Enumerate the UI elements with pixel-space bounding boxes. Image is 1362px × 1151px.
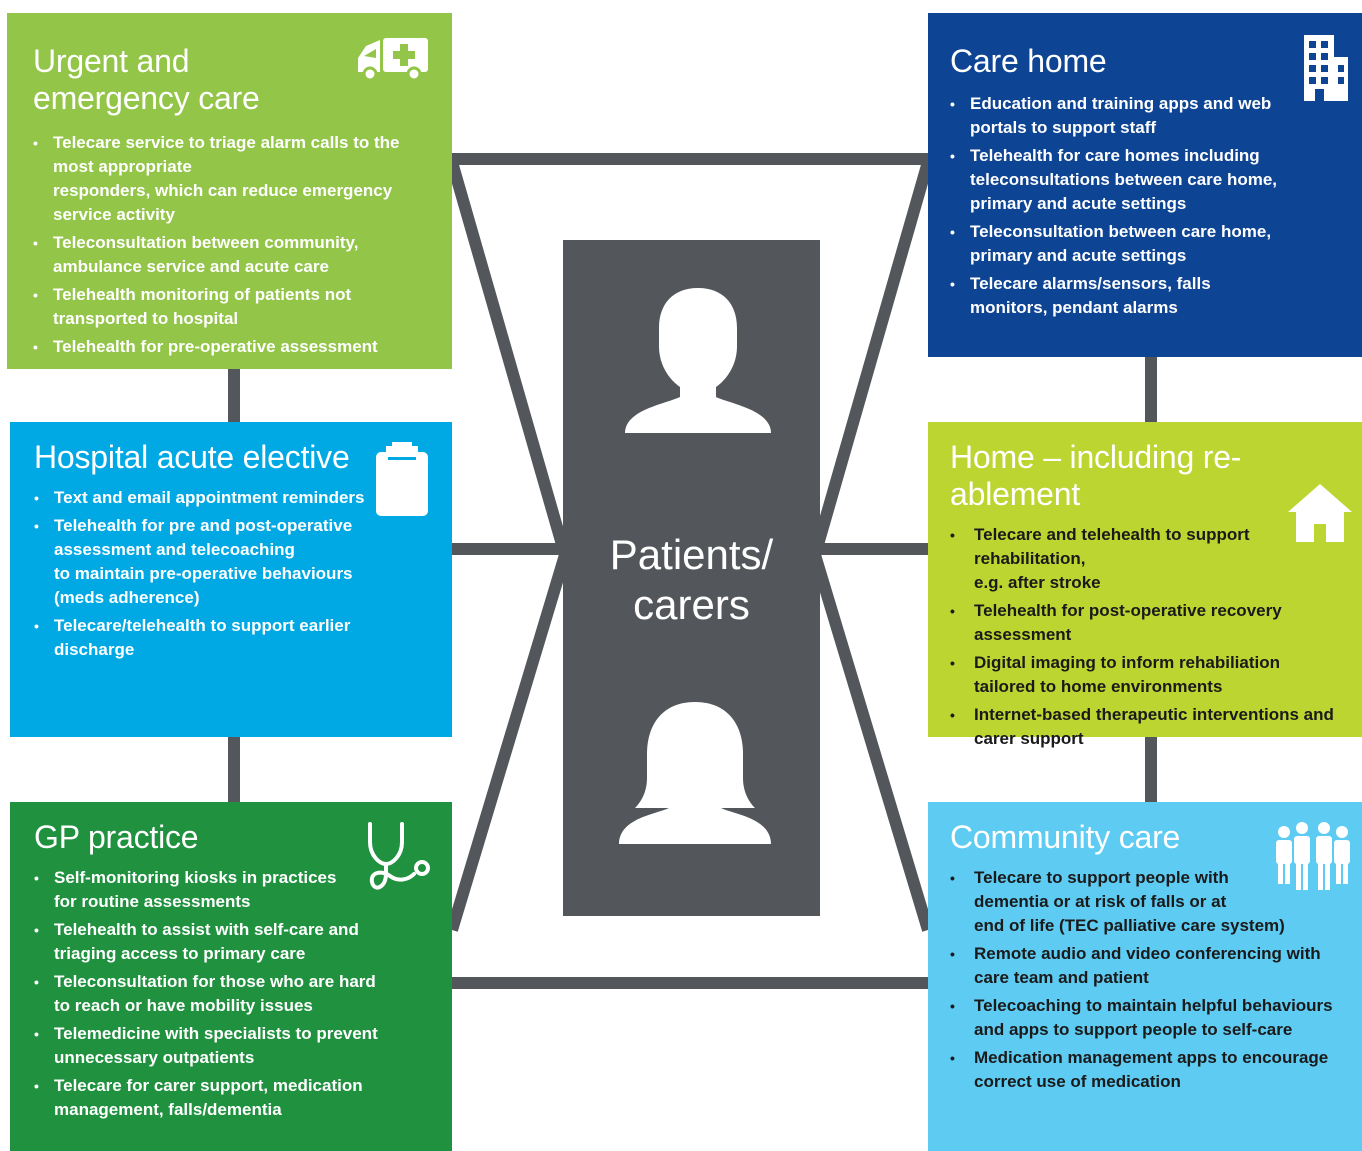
male-person-icon [625,288,771,433]
list-item: Telehealth for post-operative recovery a… [950,599,1314,647]
list-item: Telemedicine with specialists to prevent… [34,1022,384,1070]
item-list: Self-monitoring kiosks in practices for … [34,866,384,1122]
house-icon [1288,484,1352,542]
item-list: Text and email appointment reminders Tel… [34,486,374,662]
list-item: Telehealth to assist with self-care and … [34,918,384,966]
item-list: Education and training apps and web port… [950,92,1290,320]
list-item: Internet-based therapeutic interventions… [950,703,1352,751]
patients-carers-panel: Patients/ carers [563,240,820,916]
box-title: GP practice [34,819,199,855]
care-home-box: Care home Education and training apps an… [928,13,1362,357]
list-item: Telecare and telehealth to support rehab… [950,523,1274,595]
list-item: Telecoaching to maintain helpful behavio… [950,994,1352,1042]
box-title: Care home [950,43,1107,79]
connector-diagonal-top-left [446,160,571,557]
list-item: Teleconsultation for those who are hard … [34,970,384,1018]
list-item: Telehealth monitoring of patients not tr… [33,283,432,331]
list-item: Remote audio and video conferencing with… [950,942,1352,990]
patients-carers-label: Patients/ carers [609,531,774,628]
list-item: Teleconsultation between community, ambu… [33,231,432,279]
community-care-box: Community care Telecare to support peopl… [928,802,1362,1151]
list-item: Telecare service to triage alarm calls t… [33,131,432,227]
list-item: Telecare for carer support, medication m… [34,1074,384,1122]
list-item: Teleconsultation between care home, prim… [950,220,1290,268]
list-item: Telehealth for pre and post-operative as… [34,514,374,610]
urgent-emergency-care-box: Urgent and emergency care Telecare servi… [7,13,452,369]
gp-practice-box: GP practice Self-monitoring kiosks in pr… [10,802,452,1151]
list-item: Telecare/telehealth to support earlier d… [34,614,374,662]
list-item: Telecare alarms/sensors, falls monitors,… [950,272,1290,320]
home-reablement-box: Home – including re-ablement Telecare an… [928,422,1362,748]
connector-diagonal-bottom-left [446,553,571,932]
list-item: Medication management apps to encourage … [950,1046,1352,1094]
list-item: Education and training apps and web port… [950,92,1290,140]
list-item: Telecare to support people with dementia… [950,866,1304,938]
connector-diagonal-bottom-right [809,553,934,932]
connector-diagonal-top-right [809,160,934,557]
stethoscope-icon [368,822,430,890]
ambulance-icon [358,38,428,82]
box-title: Home – including re-ablement [950,439,1242,512]
item-list: Telecare service to triage alarm calls t… [33,131,432,359]
box-title: Urgent and emergency care [33,43,260,116]
list-item: Text and email appointment reminders [34,486,374,510]
box-title: Community care [950,819,1181,855]
list-item: Telehealth for pre-operative assessment [33,335,432,359]
clipboard-icon [376,442,428,516]
list-item: Telehealth for care homes including tele… [950,144,1290,216]
item-list: Telecare and telehealth to support rehab… [950,523,1352,751]
people-group-icon [1276,822,1350,890]
list-item: Self-monitoring kiosks in practices for … [34,866,354,914]
item-list: Telecare to support people with dementia… [950,866,1352,1094]
building-icon [1304,35,1348,101]
female-person-icon [619,702,771,844]
list-item: Digital imaging to inform rehabiliation … [950,651,1314,699]
box-title: Hospital acute elective [34,439,350,475]
hospital-acute-elective-box: Hospital acute elective Text and email a… [10,422,452,737]
